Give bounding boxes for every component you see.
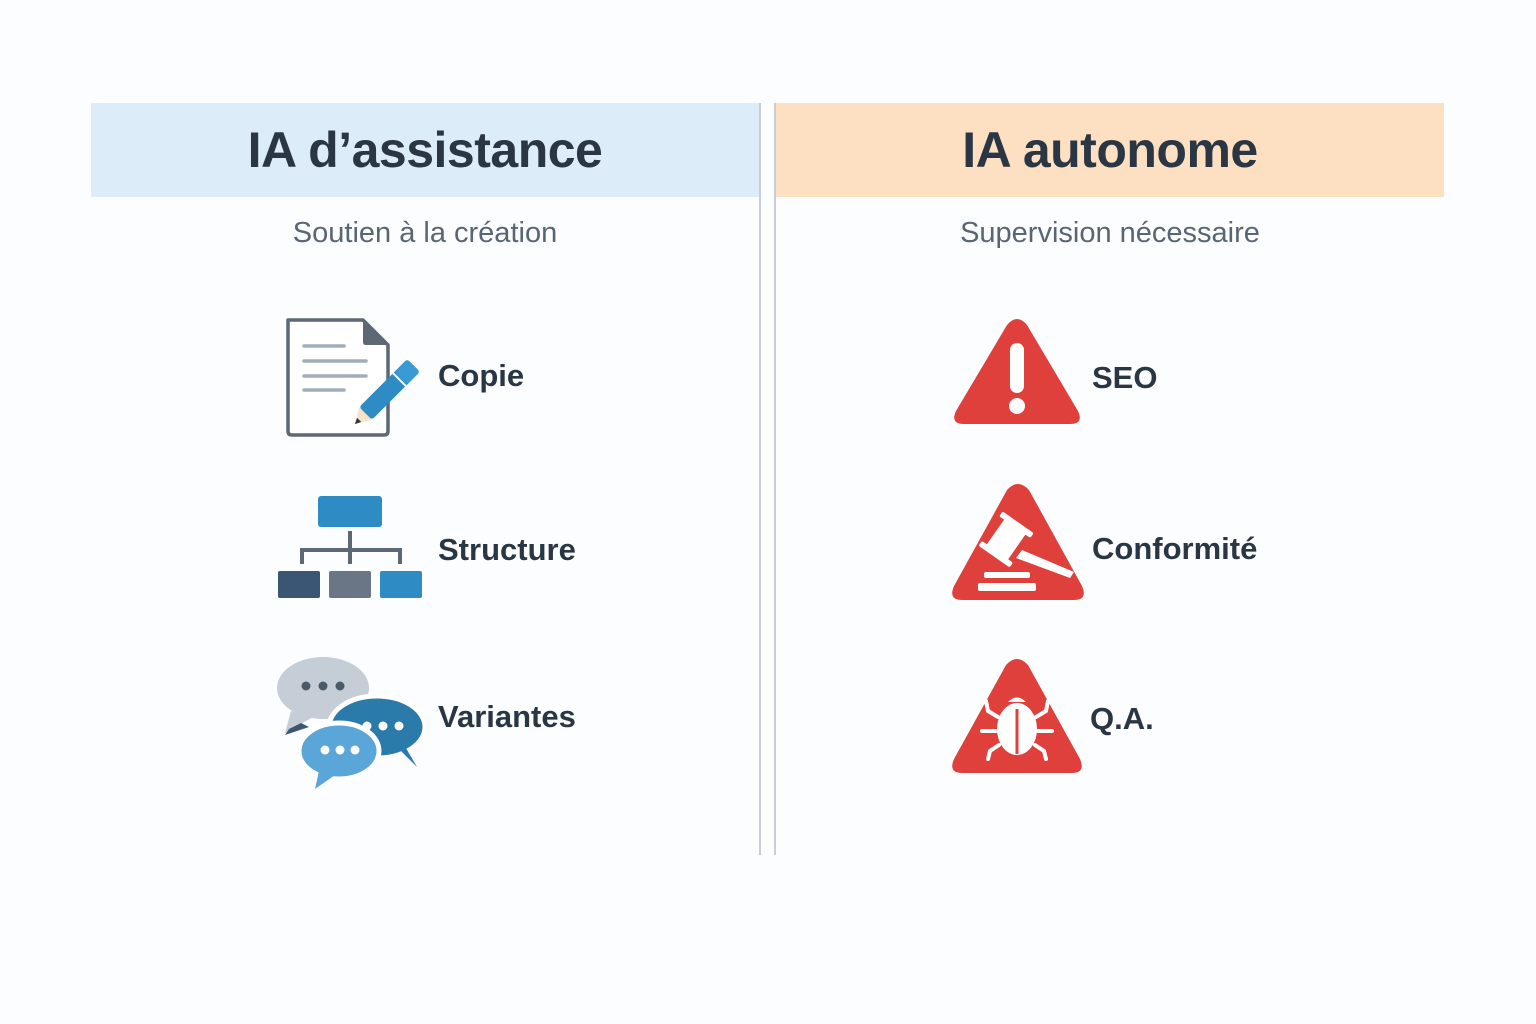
autonomous-panel: IA autonome Supervision nécessaire <box>776 103 1444 855</box>
list-item-qa: Q.A. <box>950 657 1210 775</box>
warning-bug-icon <box>952 659 1082 773</box>
assistance-panel: IA d’assistance Soutien à la création <box>91 103 759 855</box>
list-item-structure: Structure <box>276 494 596 602</box>
assistance-subtitle: Soutien à la création <box>292 217 558 249</box>
item-label-seo: SEO <box>1092 360 1158 395</box>
hierarchy-icon <box>278 496 422 598</box>
item-label-qa: Q.A. <box>1090 701 1154 736</box>
warning-gavel-icon <box>952 484 1084 600</box>
warning-exclamation-icon <box>954 319 1080 424</box>
chat-bubbles-icon <box>277 657 425 789</box>
list-item-seo: SEO <box>952 317 1192 427</box>
item-label-structure: Structure <box>438 532 576 567</box>
assistance-title: IA d’assistance <box>247 122 603 178</box>
document-pencil-icon <box>286 318 419 437</box>
divider-line-left <box>759 103 761 855</box>
list-item-variantes: Variantes <box>275 655 595 790</box>
divider-line-right <box>774 103 776 855</box>
list-item-conformite: Conformité <box>950 482 1290 602</box>
autonomous-subtitle: Supervision nécessaire <box>960 217 1260 249</box>
assistance-header: IA d’assistance <box>91 103 759 197</box>
list-item-copie: Copie <box>280 316 580 440</box>
item-label-copie: Copie <box>438 358 525 393</box>
item-label-variantes: Variantes <box>438 699 576 734</box>
item-label-conformite: Conformité <box>1092 531 1258 566</box>
autonomous-title: IA autonome <box>962 122 1258 178</box>
autonomous-header: IA autonome <box>776 103 1444 197</box>
